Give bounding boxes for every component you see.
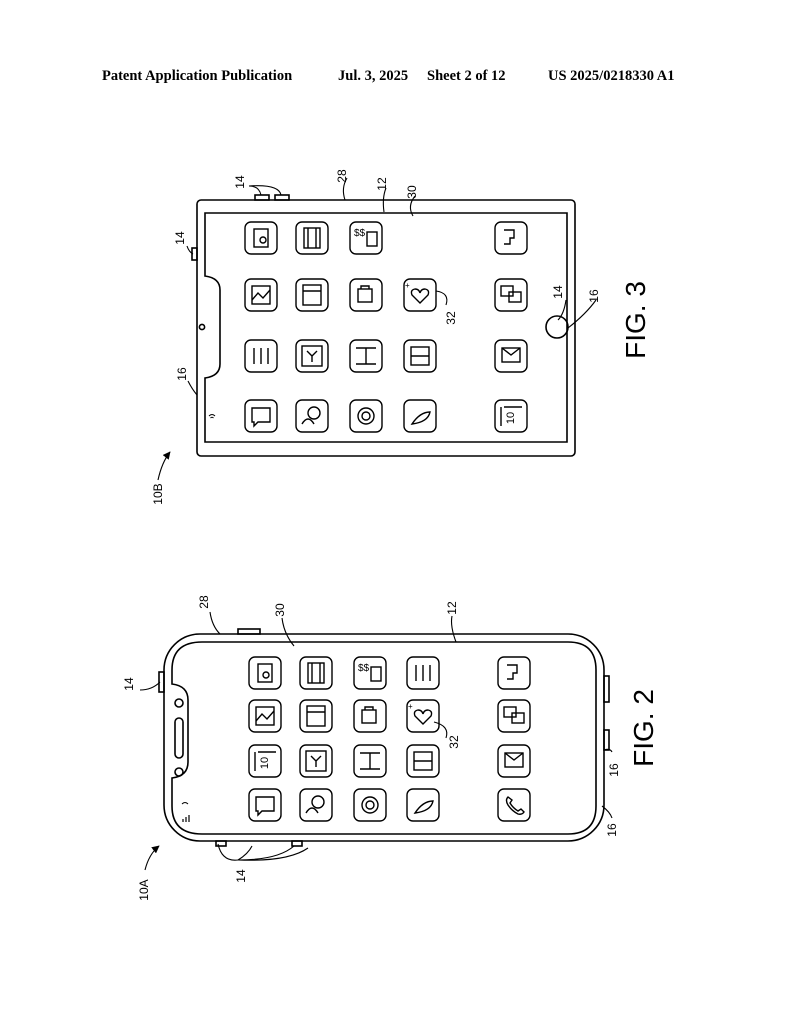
fig3-ref-32: 32 (444, 311, 458, 325)
sheet-number: Sheet 2 of 12 (427, 68, 506, 84)
fig2-device-label: 10A (137, 879, 151, 900)
svg-text:+: + (408, 702, 413, 711)
fig3-ref-14-side: 14 (173, 231, 187, 245)
fig3-app-clock[interactable] (295, 339, 329, 373)
fig3-app-door[interactable] (403, 339, 437, 373)
fig2-ref-16-bottom: 16 (605, 823, 619, 837)
fig2-app-door[interactable] (406, 744, 440, 778)
fig2-button-bottom-a (215, 840, 227, 847)
fig2-signal-icon (182, 815, 190, 822)
fig2-button-bottom-b (291, 840, 303, 847)
fig3-housing (196, 199, 576, 457)
fig3-app-gallery[interactable] (244, 278, 278, 312)
fig2-camera-dot-b (174, 767, 184, 777)
fig3-home-button (545, 315, 569, 339)
fig3-app-map[interactable] (349, 339, 383, 373)
fig3-app-mail[interactable] (494, 339, 528, 373)
fig3-leaders (157, 177, 597, 481)
fig3-app-camera[interactable] (349, 399, 383, 433)
fig2-app-building[interactable] (299, 699, 333, 733)
fig2-ref-32: 32 (447, 735, 461, 749)
fig3-button-top-b (274, 194, 290, 201)
fig2-caption: FIG. 2 (628, 689, 659, 767)
fig3-app-building[interactable] (295, 278, 329, 312)
fig3-ref-16-home: 16 (587, 289, 601, 303)
fig2-app-wallet[interactable]: $$ (353, 656, 387, 690)
fig2-app-settings-sliders[interactable] (406, 656, 440, 690)
fig3-app-photo-frame[interactable] (244, 221, 278, 255)
fig3-app-phone-handset[interactable] (494, 221, 528, 255)
fig2-speaker-slot (174, 717, 184, 759)
fig3-app-photos-flower[interactable] (295, 399, 329, 433)
fig2-ref-12: 12 (445, 601, 459, 615)
fig3-button-top-a (254, 194, 270, 201)
fig3-app-grid: $$ + (244, 221, 528, 433)
fig2-ref-14-top: 14 (122, 677, 136, 691)
fig3-device (191, 194, 576, 457)
fig3-wifi-icon (208, 414, 216, 419)
fig2-ref-14-bottom: 14 (234, 869, 248, 883)
fig2-ref-16-side: 16 (607, 763, 621, 777)
fig3-app-message[interactable] (244, 399, 278, 433)
fig3-calendar-day: 10 (505, 412, 517, 424)
publication-number: US 2025/0218330 A1 (548, 68, 675, 84)
fig2-button-top (237, 628, 261, 635)
fig2-app-message[interactable] (248, 788, 282, 822)
fig3-ref-28: 28 (335, 169, 349, 183)
fig3-caption: FIG. 3 (620, 281, 651, 359)
svg-text:$$: $$ (358, 663, 370, 674)
fig3-ref-30: 30 (405, 185, 419, 199)
fig2-screen (171, 641, 597, 835)
fig2-housing (163, 633, 605, 842)
fig2-camera-dot-a (174, 698, 184, 708)
fig3-app-bag[interactable] (349, 278, 383, 312)
fig2-app-bag[interactable] (353, 699, 387, 733)
fig2-button-right-a (603, 675, 610, 703)
fig2-app-leaf[interactable] (406, 788, 440, 822)
fig3-app-wallet[interactable]: $$ (349, 221, 383, 255)
fig2-calendar-day: 10 (259, 757, 271, 769)
fig2-app-grid: $$ + (248, 656, 531, 822)
fig2-ref-30: 30 (273, 603, 287, 617)
fig2-button-right-b (603, 729, 610, 751)
fig2-wifi-icon (181, 802, 189, 805)
fig2-app-film[interactable] (299, 656, 333, 690)
svg-text:$$: $$ (354, 228, 366, 239)
fig2-app-calendar[interactable] (248, 744, 282, 778)
fig2-ref-28: 28 (197, 595, 211, 609)
fig3-app-film[interactable] (295, 221, 329, 255)
fig3-ref-12: 12 (375, 177, 389, 191)
publication-date: Jul. 3, 2025 (338, 68, 409, 84)
sheet-header: Patent Application Publication Jul. 3, 2… (0, 68, 794, 88)
fig3-app-settings-sliders[interactable] (244, 339, 278, 373)
fig3-app-leaf[interactable] (403, 399, 437, 433)
fig2-app-clock[interactable] (299, 744, 333, 778)
fig2-app-phone-handset[interactable] (497, 656, 531, 690)
fig2-app-photos-flower[interactable] (299, 788, 333, 822)
fig3-ref-14-home: 14 (551, 285, 565, 299)
fig3-device-label: 10B (151, 483, 165, 504)
fig3-app-heart[interactable]: + (403, 278, 437, 312)
fig2-app-map[interactable] (353, 744, 387, 778)
fig2-app-mail[interactable] (497, 744, 531, 778)
fig2-app-camera[interactable] (353, 788, 387, 822)
fig2-leaders (139, 611, 613, 871)
fig3-app-calendar[interactable] (494, 399, 528, 433)
fig3-screen (204, 212, 568, 443)
fig2-app-heart[interactable]: + (406, 699, 440, 733)
fig2-app-gallery[interactable] (248, 699, 282, 733)
publication-label: Patent Application Publication (102, 68, 293, 84)
fig2-device (158, 628, 610, 847)
fig3-ref-14-top: 14 (233, 175, 247, 189)
fig3-app-chat-bubbles[interactable] (494, 278, 528, 312)
fig3-ref-16-left: 16 (175, 367, 189, 381)
fig2-app-phone-call[interactable] (497, 788, 531, 822)
fig2-button-left (158, 671, 165, 693)
svg-text:+: + (405, 281, 410, 290)
fig3-camera-dot (198, 323, 206, 331)
fig2-app-photo-frame[interactable] (248, 656, 282, 690)
fig2-app-chat-bubbles[interactable] (497, 699, 531, 733)
